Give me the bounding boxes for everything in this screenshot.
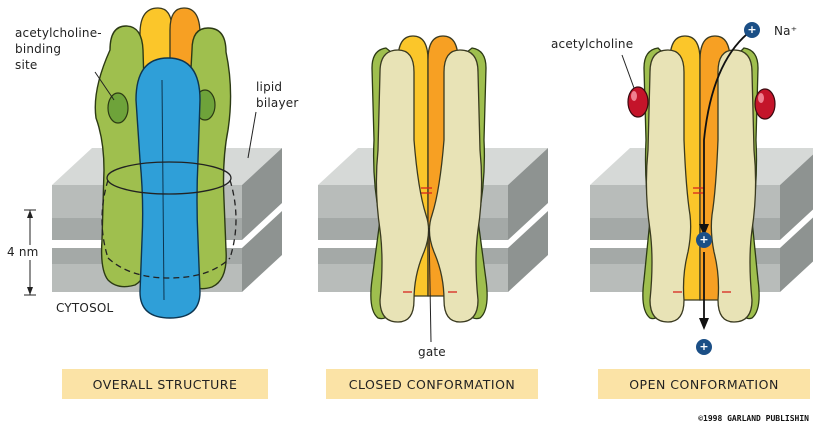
sodium-ion-outside: + [744,22,760,38]
acetylcholine-molecule-left [628,87,648,117]
binding-site-left [108,93,128,123]
cytosol-label: CYTOSOL [56,301,113,316]
closed-conformation-caption: CLOSED CONFORMATION [326,369,538,399]
scale-label: 4 nm [6,245,40,260]
open-conformation-panel [590,30,813,330]
pale-subunit-right [711,50,755,322]
copyright-notice: ©1998 GARLAND PUBLISHIN [698,414,809,423]
closed-conformation-panel [318,36,548,342]
overall-structure-panel [24,8,282,318]
lipid-label-2: bilayer [256,96,298,111]
lipid-label-1: lipid [256,80,282,95]
pale-subunit-left [646,50,690,322]
sodium-ion-pore: + [696,232,712,248]
blue-subunit [136,58,200,318]
sodium-ion-inside: + [696,339,712,355]
overall-structure-caption: OVERALL STRUCTURE [62,369,268,399]
acetylcholine-molecule-right [755,89,775,119]
binding-site-label-1: acetylcholine- [15,26,102,41]
sodium-label: Na⁺ [774,24,797,39]
acetylcholine-label: acetylcholine [551,37,633,52]
binding-site-label-2: binding [15,42,61,57]
binding-site-label-3: site [15,58,37,73]
open-conformation-caption: OPEN CONFORMATION [598,369,810,399]
gate-label: gate [418,345,446,360]
acetylcholine-leader [622,55,634,88]
